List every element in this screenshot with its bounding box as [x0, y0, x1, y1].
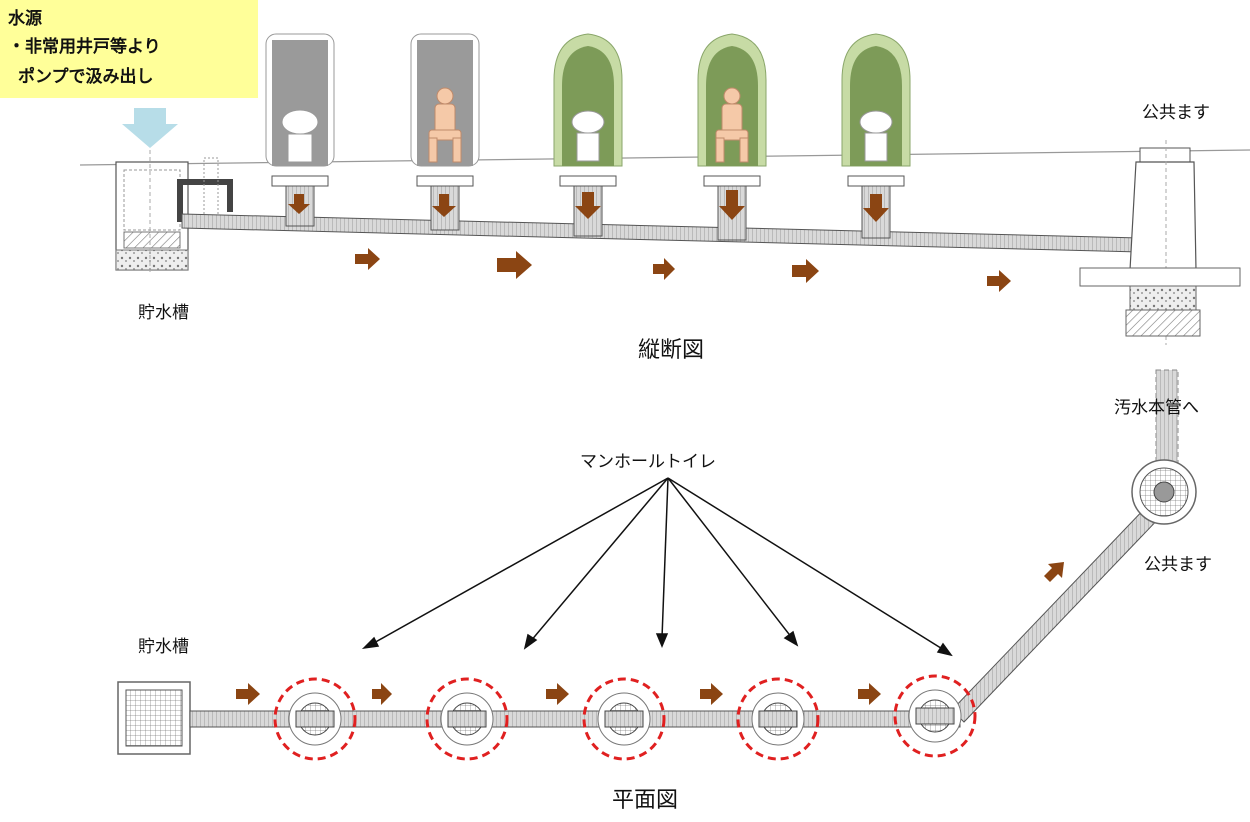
- right-arrow-icon: [355, 248, 380, 270]
- water-source-background: [0, 0, 258, 98]
- section-flow-arrows: [355, 248, 1011, 292]
- seated-person-icon: [428, 87, 462, 163]
- highlight-circle: [893, 674, 977, 758]
- booth-2: [410, 33, 480, 231]
- right-arrow-icon: [497, 251, 532, 279]
- manhole-toilet-label: マンホールトイレ: [580, 452, 716, 472]
- section-down-arrows: [288, 190, 889, 222]
- booth-3: [553, 33, 623, 237]
- right-arrow-icon: [858, 683, 881, 705]
- section-view: 貯水槽 公共ます 縦断図: [79, 33, 1250, 471]
- callout-arrows: [361, 477, 953, 657]
- water-source-box: 水源 ・非常用井戸等より ポンプで汲み出し: [0, 0, 258, 98]
- highlight-circle: [582, 677, 666, 761]
- inflow-down-arrow-icon: [122, 108, 178, 148]
- down-arrow-icon: [575, 192, 601, 219]
- ground-line: [79, 149, 1250, 166]
- manhole-3: [582, 677, 666, 761]
- highlight-circle: [425, 677, 509, 761]
- right-arrow-icon: [546, 683, 569, 705]
- water-source-title: 水源: [8, 8, 42, 29]
- plan-public-basin-label: 公共ます: [1144, 555, 1212, 575]
- manhole-5: [893, 674, 977, 758]
- section-public-basin: [1079, 140, 1241, 345]
- manhole-4: [736, 677, 820, 761]
- plan-public-basin: [1131, 459, 1197, 525]
- right-arrow-icon: [987, 270, 1011, 292]
- section-main-pipe: [181, 213, 1141, 253]
- right-arrow-icon: [372, 683, 392, 705]
- down-arrow-icon: [288, 194, 310, 214]
- water-source-line1: ・非常用井戸等より: [8, 36, 161, 57]
- section-storage-tank: [115, 150, 189, 272]
- manhole-2: [425, 677, 509, 761]
- plan-flow-arrows: [236, 562, 1064, 705]
- right-arrow-icon: [792, 259, 819, 283]
- plan-storage-tank-label: 貯水槽: [138, 637, 189, 657]
- section-view-title: 縦断図: [638, 338, 704, 363]
- highlight-circle: [273, 677, 357, 761]
- highlight-circle: [736, 677, 820, 761]
- booth-4: [697, 33, 767, 241]
- tank-riser-pipe: [177, 179, 233, 222]
- right-arrow-icon: [700, 683, 723, 705]
- manhole-1: [273, 677, 357, 761]
- plan-storage-tank: [117, 681, 191, 755]
- plan-view: マンホールトイレ 貯水槽 公共ます 汚水本管へ 平面図: [117, 398, 1212, 813]
- right-arrow-icon: [236, 683, 260, 705]
- section-storage-tank-label: 貯水槽: [138, 303, 189, 323]
- water-source-line2: ポンプで汲み出し: [18, 66, 154, 87]
- sewer-main-label: 汚水本管へ: [1114, 398, 1199, 418]
- seated-person-icon: [715, 87, 749, 163]
- diagonal-arrow-icon: [1044, 562, 1064, 582]
- plan-view-title: 平面図: [612, 788, 678, 813]
- booth-1: [265, 33, 335, 227]
- right-arrow-icon: [653, 258, 675, 280]
- down-arrow-icon: [863, 194, 889, 222]
- down-arrow-icon: [719, 190, 745, 220]
- down-arrow-icon: [432, 194, 456, 217]
- section-public-basin-label: 公共ます: [1142, 103, 1210, 123]
